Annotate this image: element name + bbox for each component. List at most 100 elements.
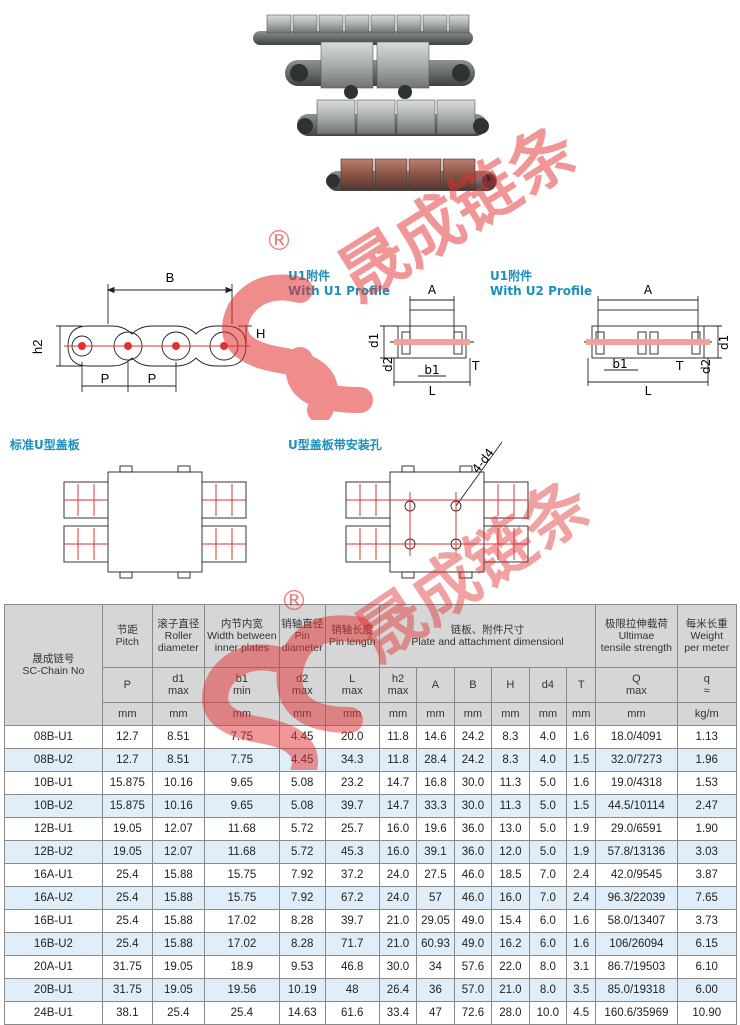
unit-cell: mm bbox=[595, 702, 678, 726]
table-cell: 21.0 bbox=[378, 932, 418, 956]
table-cell: 12.07 bbox=[151, 840, 205, 864]
table-cell: 3.5 bbox=[566, 978, 597, 1002]
table-cell: 39.7 bbox=[324, 909, 380, 933]
chain-no-cell: 16A-U1 bbox=[4, 863, 103, 887]
table-cell: 37.2 bbox=[324, 863, 380, 887]
table-cell: 28.0 bbox=[491, 1001, 530, 1025]
table-cell: 12.7 bbox=[101, 748, 153, 772]
watermark-mark-top: ® bbox=[265, 224, 293, 257]
table-cell: 15.88 bbox=[151, 863, 205, 887]
unit-cell: mm bbox=[324, 702, 380, 726]
u2-end-view-drawing: A d1 d2 b1 T L bbox=[584, 283, 728, 398]
table-cell: 25.4 bbox=[151, 1001, 205, 1025]
table-cell: 6.0 bbox=[528, 909, 568, 933]
table-cell: 8.3 bbox=[491, 748, 530, 772]
dim-T-u2: T bbox=[675, 359, 684, 373]
table-cell: 26.4 bbox=[378, 978, 418, 1002]
table-cell: 1.5 bbox=[566, 794, 597, 818]
dim-d1-u1: d1 bbox=[367, 333, 381, 348]
table-cell: 15.75 bbox=[203, 863, 280, 887]
table-cell: 28.4 bbox=[416, 748, 455, 772]
table-cell: 5.0 bbox=[528, 817, 568, 841]
table-cell: 33.4 bbox=[378, 1001, 418, 1025]
table-cell: 8.28 bbox=[278, 909, 326, 933]
unit-cell: mm bbox=[416, 702, 455, 726]
table-cell: 3.03 bbox=[676, 840, 737, 864]
table-cell: 24.2 bbox=[453, 725, 493, 749]
table-cell: 19.05 bbox=[101, 817, 153, 841]
table-cell: 2.4 bbox=[566, 886, 597, 910]
dim-A-u1: A bbox=[428, 283, 437, 297]
chain-no-cell: 16B-U1 bbox=[4, 909, 103, 933]
unit-cell: mm bbox=[278, 702, 326, 726]
chain-no-cell: 12B-U2 bbox=[4, 840, 103, 864]
table-cell: 3.1 bbox=[566, 955, 597, 979]
dim-A-u2: A bbox=[644, 283, 653, 297]
dim-b1-u1: b1 bbox=[424, 363, 439, 377]
chain-no-cell: 16B-U2 bbox=[4, 932, 103, 956]
table-cell: 46.0 bbox=[453, 863, 493, 887]
table-cell: 34.3 bbox=[324, 748, 380, 772]
table-cell: 7.75 bbox=[203, 748, 280, 772]
table-cell: 5.72 bbox=[278, 840, 326, 864]
table-cell: 6.10 bbox=[676, 955, 737, 979]
table-cell: 4.0 bbox=[528, 748, 568, 772]
dim-d1-u2: d1 bbox=[717, 335, 728, 350]
table-cell: 15.875 bbox=[101, 794, 153, 818]
table-cell: 67.2 bbox=[324, 886, 380, 910]
table-cell: 1.6 bbox=[566, 725, 597, 749]
table-cell: 31.75 bbox=[101, 978, 153, 1002]
symbol-T: T bbox=[566, 667, 597, 703]
table-cell: 25.7 bbox=[324, 817, 380, 841]
table-cell: 30.0 bbox=[378, 955, 418, 979]
unit-cell: mm bbox=[566, 702, 597, 726]
dim-H: H bbox=[256, 326, 265, 341]
table-cell: 45.3 bbox=[324, 840, 380, 864]
table-cell: 27.5 bbox=[416, 863, 455, 887]
table-cell: 14.7 bbox=[378, 794, 418, 818]
table-cell: 24.0 bbox=[378, 886, 418, 910]
side-view-drawing: B H h2 P P bbox=[30, 270, 265, 392]
table-cell: 15.75 bbox=[203, 886, 280, 910]
dim-L-u2: L bbox=[645, 384, 652, 398]
unit-cell: mm bbox=[378, 702, 418, 726]
table-cell: 46.8 bbox=[324, 955, 380, 979]
table-cell: 13.0 bbox=[491, 817, 530, 841]
table-cell: 12.07 bbox=[151, 817, 205, 841]
unit-cell: mm bbox=[491, 702, 530, 726]
table-cell: 19.56 bbox=[203, 978, 280, 1002]
table-cell: 19.05 bbox=[151, 978, 205, 1002]
table-cell: 21.0 bbox=[378, 909, 418, 933]
table-cell: 44.5/10114 bbox=[595, 794, 678, 818]
table-cell: 34 bbox=[416, 955, 455, 979]
table-cell: 1.96 bbox=[676, 748, 737, 772]
table-cell: 7.75 bbox=[203, 725, 280, 749]
table-cell: 12.7 bbox=[101, 725, 153, 749]
table-cell: 15.875 bbox=[101, 771, 153, 795]
unit-cell: mm bbox=[528, 702, 568, 726]
chain-no-cell: 08B-U2 bbox=[4, 748, 103, 772]
table-cell: 15.88 bbox=[151, 886, 205, 910]
table-cell: 15.88 bbox=[151, 909, 205, 933]
table-cell: 8.51 bbox=[151, 725, 205, 749]
holes-cover-top-view: 4-d4 bbox=[345, 441, 529, 579]
table-cell: 15.88 bbox=[151, 932, 205, 956]
unit-cell: mm bbox=[203, 702, 280, 726]
dim-4-d4: 4-d4 bbox=[469, 446, 497, 476]
table-cell: 16.8 bbox=[416, 771, 455, 795]
table-cell: 10.90 bbox=[676, 1001, 737, 1025]
table-cell: 5.72 bbox=[278, 817, 326, 841]
symbol-B: B bbox=[453, 667, 493, 703]
